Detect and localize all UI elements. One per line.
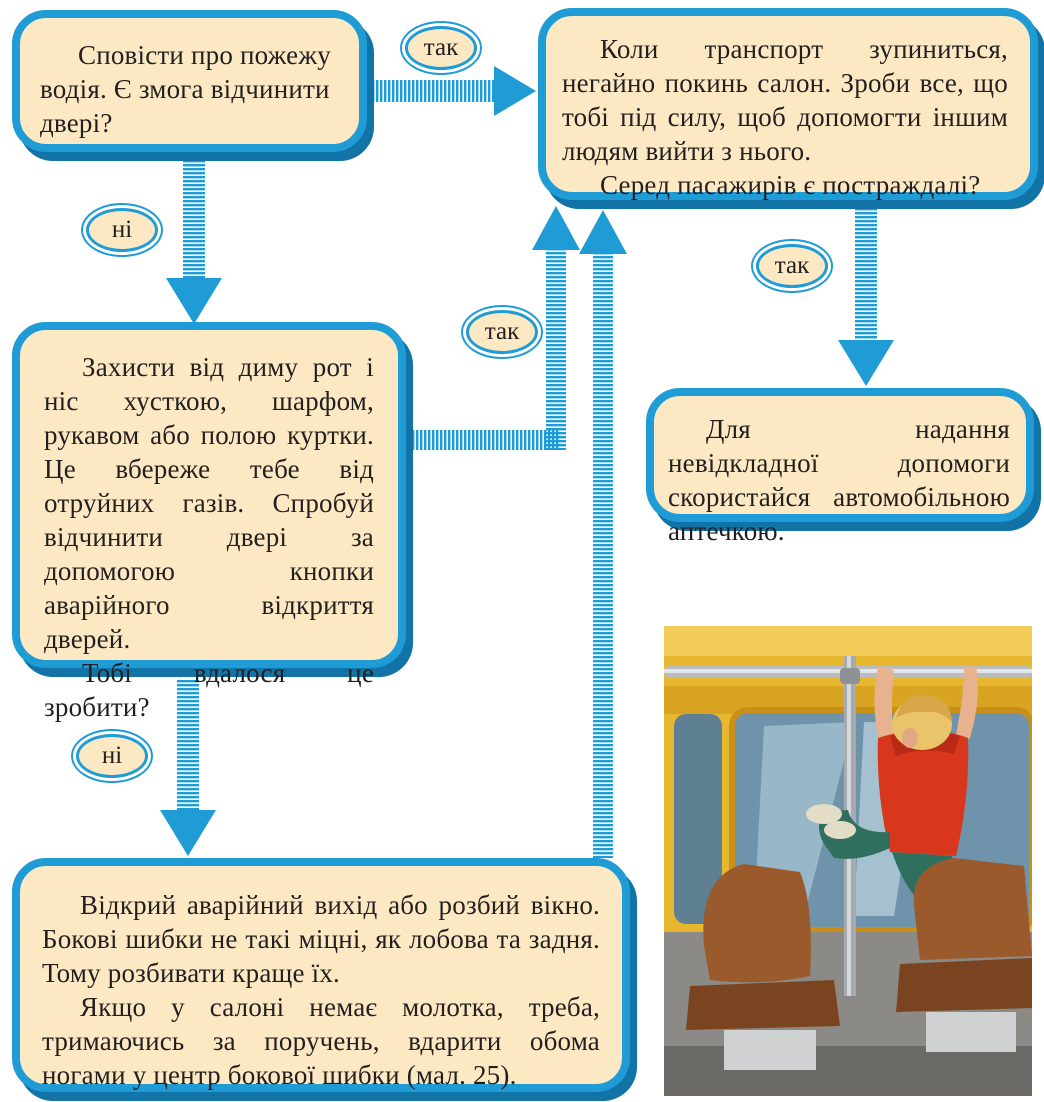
step-notify-driver: Сповісти про пожежу водія. Є змога відчи…	[12, 10, 367, 152]
step-leave-cabin: Коли транспорт зупиниться, негайно покин…	[538, 8, 1038, 200]
arrow-b1-to-b2	[370, 66, 536, 116]
step-first-aid: Для надання невідкладної допомоги скорис…	[646, 388, 1034, 546]
arrow-b5-to-b2	[579, 210, 627, 858]
label-no-1: ні	[86, 208, 158, 252]
step-text-2: Якщо у салоні немає молотка, треба, трим…	[42, 992, 600, 1090]
step-question: Серед пасажирів є постраждалі?	[600, 170, 981, 200]
arrow-b2-to-b4	[838, 206, 894, 386]
bus-window-illustration	[664, 626, 1032, 1096]
arrow-b3-to-b5	[160, 680, 216, 856]
label-yes-top: так	[405, 26, 477, 70]
step-emergency-exit: Відкрий аварійний вихід або розбий вікно…	[12, 858, 630, 1092]
label-yes-right: так	[756, 244, 828, 288]
arrow-b3-to-b2	[408, 206, 580, 450]
step-protect-from-smoke: Захисти від диму рот і ніс хусткою, шарф…	[12, 322, 406, 722]
step-text: Захисти від диму рот і ніс хусткою, шарф…	[44, 352, 374, 654]
step-question: Тобі вдалося це зробити?	[44, 658, 374, 722]
label-yes-mid: так	[466, 310, 538, 354]
step-text: Для надання невідкладної допомоги скорис…	[668, 414, 1010, 546]
step-text: Сповісти про пожежу водія. Є змога відчи…	[40, 40, 331, 138]
label-no-2: ні	[76, 734, 148, 778]
step-text: Відкрий аварійний вихід або розбий вікно…	[42, 890, 600, 988]
step-text: Коли транспорт зупиниться, негайно покин…	[562, 34, 1008, 166]
arrow-b1-to-b3	[166, 158, 222, 324]
